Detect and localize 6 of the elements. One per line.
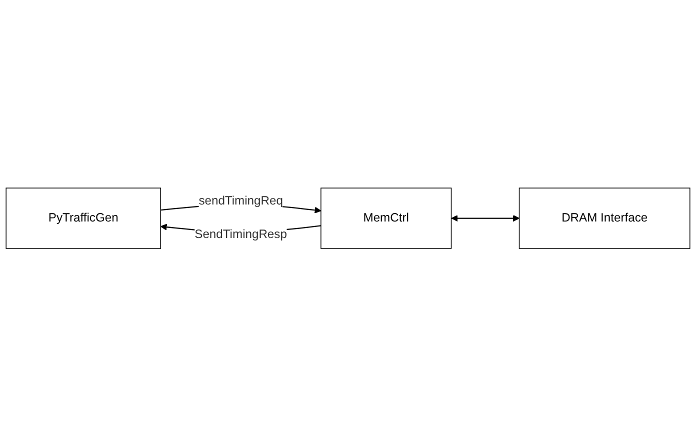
node-box: MemCtrl: [320, 187, 452, 249]
node-box: PyTrafficGen: [6, 187, 161, 249]
arrow: [451, 214, 520, 222]
edge-label: sendTimingReq: [198, 194, 283, 208]
node-box: DRAM Interface: [518, 187, 690, 249]
edge-label: SendTimingResp: [194, 228, 287, 241]
